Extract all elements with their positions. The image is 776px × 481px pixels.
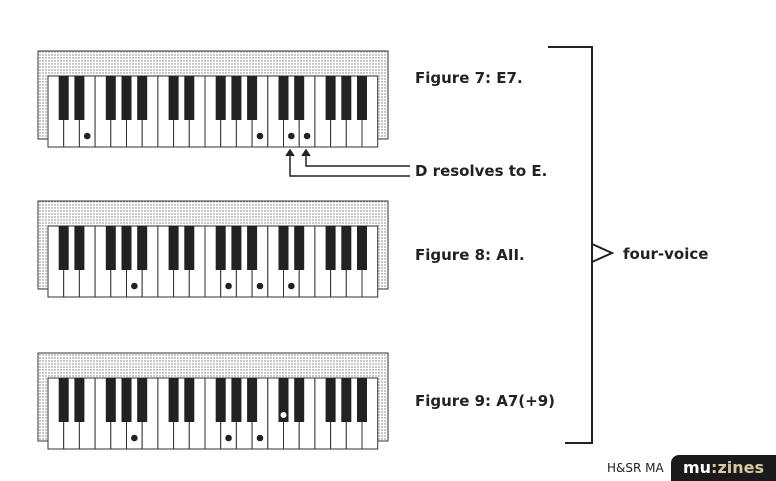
black-key	[231, 226, 242, 270]
note-marker	[225, 434, 232, 442]
footer-text: H&SR MA	[607, 461, 664, 475]
resolve-arrows	[285, 148, 410, 177]
muzines-logo[interactable]: mu:zines	[671, 455, 776, 481]
bracket	[548, 46, 615, 444]
note-marker	[256, 434, 264, 442]
logo-part-b: :zines	[711, 458, 765, 477]
black-key	[341, 76, 352, 120]
black-key	[121, 76, 132, 120]
black-key	[137, 76, 148, 120]
keyboard-figure-7	[37, 50, 389, 148]
black-key	[278, 76, 289, 120]
black-key	[168, 226, 179, 270]
black-key	[357, 378, 367, 422]
note-marker	[131, 434, 138, 442]
logo-part-a: mu	[682, 458, 712, 477]
black-key	[215, 378, 226, 422]
note-marker-hollow	[279, 411, 288, 419]
black-key	[121, 226, 132, 270]
keyboard-figure-8	[37, 200, 389, 298]
black-key	[184, 226, 195, 270]
black-key	[341, 378, 352, 422]
black-key	[58, 76, 69, 120]
black-key	[184, 76, 195, 120]
note-marker	[225, 282, 232, 290]
figure-8-label: Figure 8: AII.	[415, 246, 525, 264]
black-key	[357, 76, 367, 120]
keyboard-figure-9	[37, 352, 389, 450]
black-key	[58, 378, 69, 422]
note-marker	[303, 132, 311, 140]
four-voice-label: four-voice	[623, 245, 709, 263]
black-key	[137, 226, 148, 270]
black-key	[247, 226, 258, 270]
black-key	[121, 378, 132, 422]
black-key	[74, 76, 85, 120]
black-key	[168, 378, 179, 422]
figure-9-label: Figure 9: A7(+9)	[415, 392, 556, 410]
resolve-annotation: D resolves to E.	[415, 162, 548, 180]
note-marker	[288, 132, 295, 140]
black-key	[231, 76, 242, 120]
black-key	[247, 378, 258, 422]
note-marker	[83, 132, 91, 140]
black-key	[74, 378, 85, 422]
note-marker	[256, 132, 264, 140]
note-marker	[256, 282, 264, 290]
black-key	[325, 76, 336, 120]
black-key	[325, 378, 336, 422]
black-key	[168, 76, 179, 120]
black-key	[341, 226, 352, 270]
black-key	[74, 226, 85, 270]
black-key	[325, 226, 336, 270]
black-key	[137, 378, 148, 422]
black-key	[215, 226, 226, 270]
black-key	[215, 76, 226, 120]
black-key	[105, 226, 116, 270]
black-key	[105, 76, 116, 120]
figure-7-label: Figure 7: E7.	[415, 69, 523, 87]
black-key	[278, 226, 289, 270]
black-key	[105, 378, 116, 422]
black-key	[294, 226, 305, 270]
black-key	[231, 378, 242, 422]
black-key	[357, 226, 367, 270]
black-key	[247, 76, 258, 120]
black-key	[278, 378, 289, 422]
black-key	[58, 226, 69, 270]
note-marker	[288, 282, 295, 290]
black-key	[294, 76, 305, 120]
black-key	[184, 378, 195, 422]
black-key	[294, 378, 305, 422]
note-marker	[131, 282, 138, 290]
